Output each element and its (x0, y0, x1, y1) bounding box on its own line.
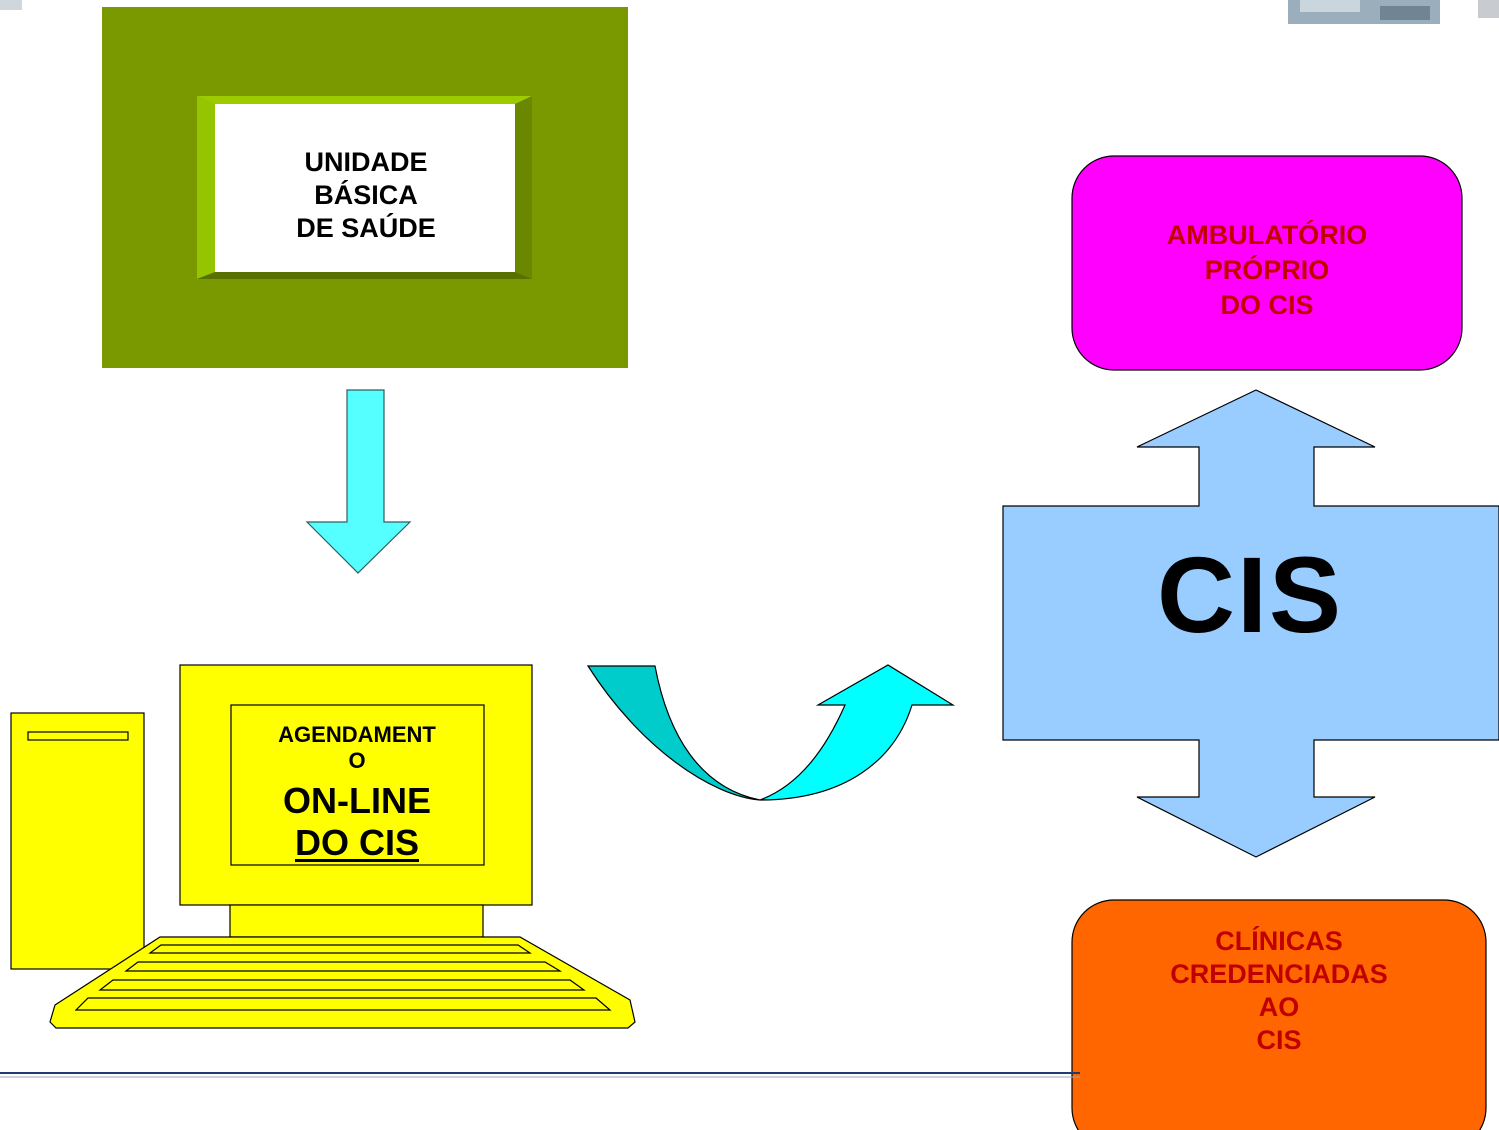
ubs-label: UNIDADE BÁSICA DE SAÚDE (218, 146, 514, 245)
ambulatorio-line-3: DO CIS (1220, 290, 1314, 320)
corner-photo-fragment (1288, 0, 1499, 24)
clinicas-line-3: AO (1258, 992, 1300, 1022)
cis-center-text: CIS (1156, 534, 1344, 655)
ambulatorio-line-2: PRÓPRIO (1204, 255, 1330, 285)
ambulatorio-box (1071, 155, 1463, 371)
curved-arrow-icon (586, 664, 956, 801)
down-arrow-icon (305, 389, 412, 574)
ubs-frame (102, 7, 628, 368)
ubs-line-3: DE SAÚDE (296, 213, 436, 243)
clinicas-line-2: CREDENCIADAS (1170, 959, 1388, 989)
ubs-line-2: BÁSICA (314, 180, 418, 210)
agendamento-title: AGENDAMENT O (232, 722, 482, 774)
agendamento-subtitle-line-2: DO CIS (294, 822, 419, 863)
clinicas-line-4: CIS (1256, 1025, 1302, 1055)
corner-photo-fragment-left (0, 0, 22, 10)
ambulatorio-label: AMBULATÓRIO PRÓPRIO DO CIS (1072, 218, 1462, 323)
footer-divider (0, 1072, 1080, 1078)
cis-center-label: CIS (1040, 530, 1460, 660)
desktop-computer-icon (10, 664, 636, 1029)
clinicas-label: CLÍNICAS CREDENCIADAS AO CIS (1072, 925, 1486, 1057)
clinicas-box (1071, 899, 1487, 1130)
agendamento-title-line-2: O (348, 748, 366, 773)
ubs-line-1: UNIDADE (304, 147, 428, 177)
agendamento-subtitle: ON-LINE DO CIS (232, 780, 482, 864)
clinicas-line-1: CLÍNICAS (1215, 926, 1343, 956)
agendamento-subtitle-line-1: ON-LINE (283, 780, 431, 821)
ambulatorio-line-1: AMBULATÓRIO (1166, 220, 1368, 250)
agendamento-title-line-1: AGENDAMENT (278, 722, 436, 747)
double-arrow-icon (1002, 389, 1499, 858)
